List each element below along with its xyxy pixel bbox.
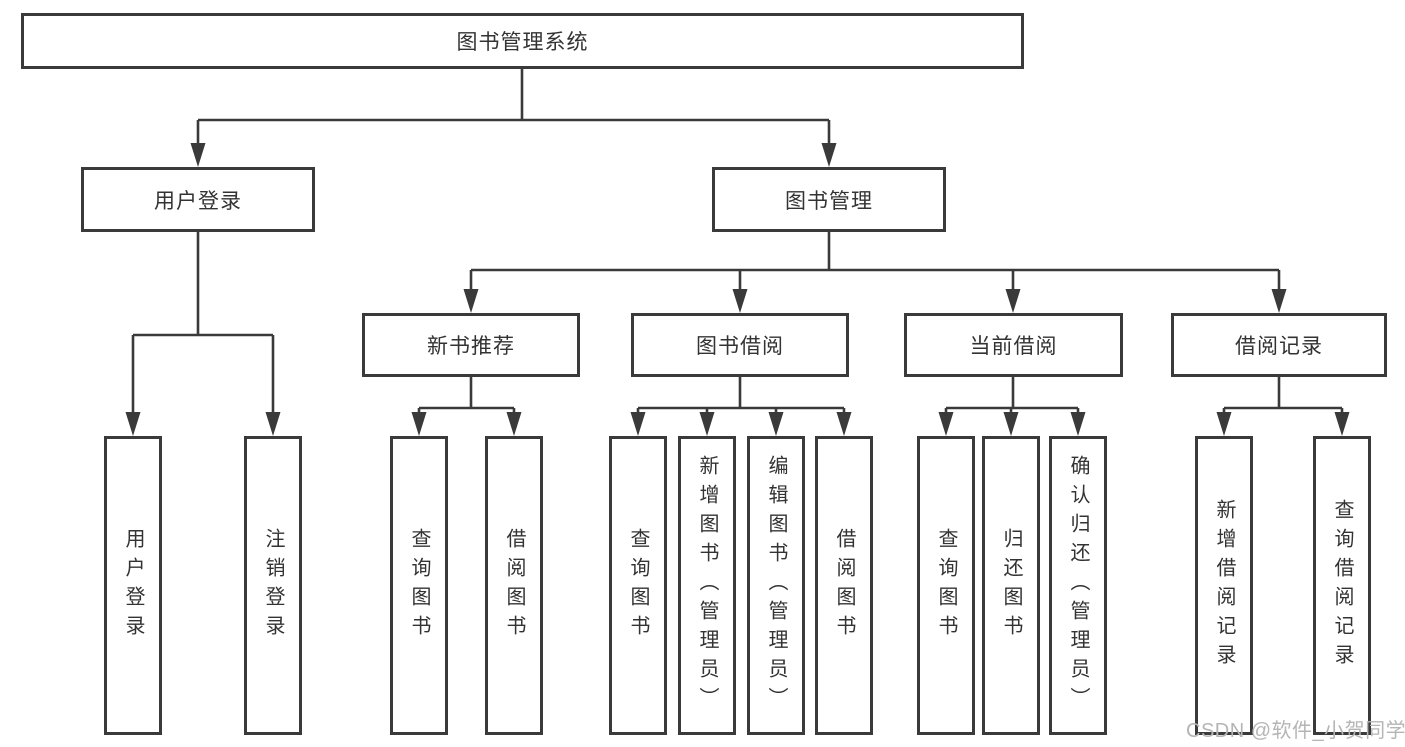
connector-root-to-level2 (190, 69, 837, 167)
node-label: 新增图书（管理员） (696, 455, 718, 716)
node-label: 借阅图书 (833, 527, 855, 644)
node-current-borrow: 当前借阅 (904, 313, 1123, 377)
connector-user-login-to-leaves (125, 232, 281, 436)
arrow-down-icon (125, 412, 141, 436)
leaf-newbook-borrow-books: 借阅图书 (485, 436, 543, 735)
node-label: 注销登录 (262, 527, 284, 644)
leaf-borrow-query-books: 查询图书 (609, 436, 667, 735)
leaf-borrow-edit-books-admin: 编辑图书（管理员） (747, 436, 805, 735)
leaf-borrow-add-books-admin: 新增图书（管理员） (678, 436, 736, 735)
arrow-down-icon (768, 412, 784, 436)
arrow-down-icon (265, 412, 281, 436)
node-new-book-recommend: 新书推荐 (362, 313, 580, 377)
arrow-down-icon (1271, 289, 1287, 313)
arrow-down-icon (1005, 289, 1021, 313)
arrow-down-icon (506, 412, 522, 436)
node-label: 查询图书 (408, 527, 430, 644)
arrow-down-icon (1003, 412, 1019, 436)
leaf-records-query-record: 查询借阅记录 (1313, 436, 1371, 735)
node-label: 借阅图书 (503, 527, 525, 644)
node-book-management: 图书管理 (712, 167, 946, 232)
csdn-watermark: CSDN @软件_小贺同学 (1186, 720, 1405, 742)
leaf-borrow-borrow-books: 借阅图书 (815, 436, 873, 735)
leaf-current-return-books: 归还图书 (982, 436, 1040, 735)
node-label: 确认归还（管理员） (1067, 455, 1089, 716)
node-root-system: 图书管理系统 (21, 13, 1024, 69)
arrow-down-icon (699, 412, 715, 436)
connector-new-books-to-leaves (411, 377, 522, 436)
leaf-newbook-query-books: 查询图书 (390, 436, 448, 735)
arrow-down-icon (821, 143, 837, 167)
node-label: 借阅记录 (1235, 335, 1323, 358)
node-label: 图书管理 (785, 189, 873, 213)
node-label: 查询图书 (627, 527, 649, 644)
node-label: 查询图书 (935, 527, 957, 644)
node-label: 用户登录 (122, 527, 144, 644)
leaf-logout: 注销登录 (244, 436, 302, 735)
connector-book-borrow-to-leaves (630, 377, 852, 436)
node-label: 编辑图书（管理员） (765, 455, 787, 716)
node-label: 新书推荐 (427, 335, 515, 358)
leaf-current-confirm-return-admin: 确认归还（管理员） (1049, 436, 1107, 735)
connector-book-mgmt-to-categories (463, 232, 1287, 313)
node-book-borrow: 图书借阅 (631, 313, 849, 377)
arrow-down-icon (1216, 412, 1232, 436)
node-label: 新增借阅记录 (1213, 498, 1235, 673)
arrow-down-icon (630, 412, 646, 436)
arrow-down-icon (732, 289, 748, 313)
leaf-user-login: 用户登录 (104, 436, 162, 735)
connector-borrow-records-to-leaves (1216, 377, 1350, 436)
node-label: 图书管理系统 (456, 31, 589, 54)
node-user-login: 用户登录 (81, 167, 315, 232)
connector-current-borrow-to-leaves (938, 377, 1086, 436)
node-label: 查询借阅记录 (1331, 498, 1353, 673)
arrow-down-icon (1334, 412, 1350, 436)
arrow-down-icon (938, 412, 954, 436)
arrow-down-icon (836, 412, 852, 436)
node-borrow-records: 借阅记录 (1171, 313, 1387, 377)
node-label: 当前借阅 (969, 335, 1058, 358)
node-label: 归还图书 (1000, 527, 1022, 644)
node-label: 用户登录 (154, 189, 242, 213)
arrow-down-icon (190, 143, 206, 167)
arrow-down-icon (411, 412, 427, 436)
leaf-current-query-books: 查询图书 (917, 436, 975, 735)
arrow-down-icon (463, 289, 479, 313)
node-label: 图书借阅 (696, 335, 784, 358)
leaf-records-add-record: 新增借阅记录 (1195, 436, 1253, 735)
arrow-down-icon (1070, 412, 1086, 436)
